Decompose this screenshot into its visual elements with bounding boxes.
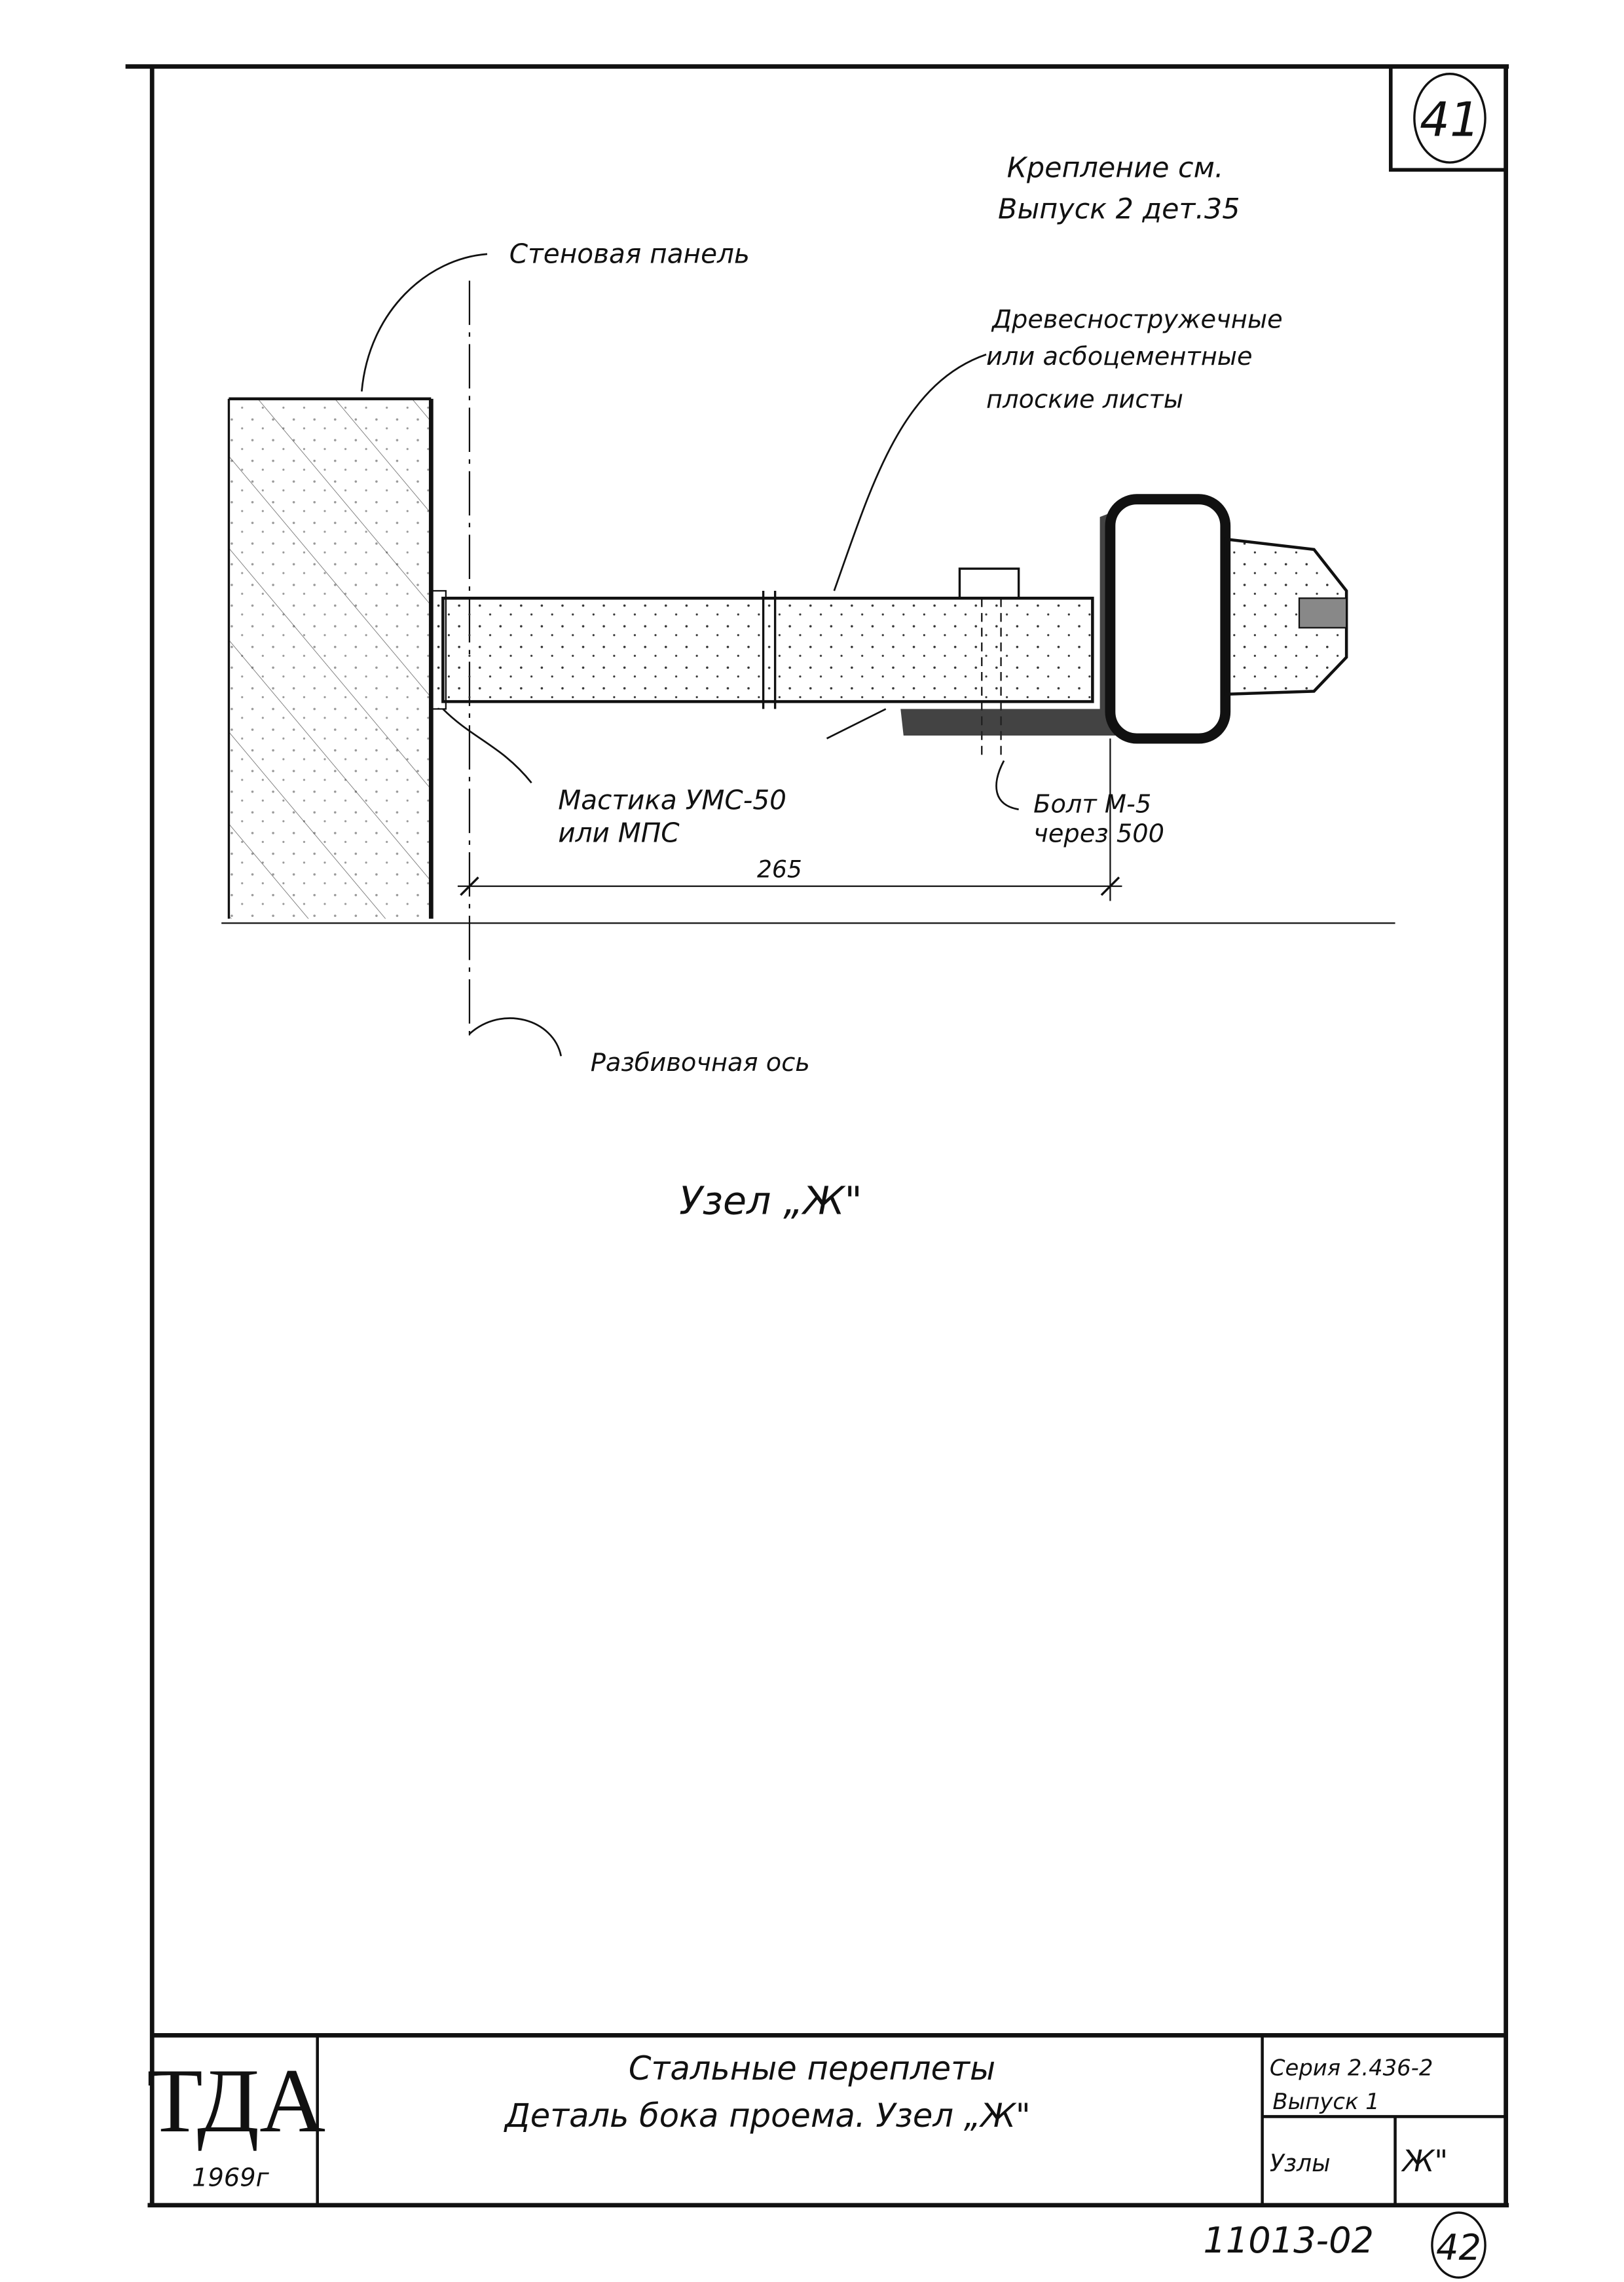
mastic-leader xyxy=(442,708,532,784)
window-sash xyxy=(1224,537,1348,696)
svg-text:через 500: через 500 xyxy=(1033,819,1164,848)
wall-panel-label: Стеновая панель xyxy=(509,238,750,269)
svg-text:Древесностружечные: Древесностружечные xyxy=(991,305,1283,335)
page-number-circle xyxy=(1431,2211,1486,2279)
drawing-code: 11013-02 xyxy=(1203,2220,1373,2261)
svg-text:Крепление см.: Крепление см. xyxy=(1007,152,1224,185)
mastic-label: Мастика УМС-50 xyxy=(558,785,786,816)
sheet-number: 41 xyxy=(1420,92,1480,147)
wall-panel xyxy=(221,397,1395,924)
page-number: 42 xyxy=(1436,2227,1481,2268)
svg-text:265: 265 xyxy=(757,855,802,883)
detail-title: Узел „Ж" xyxy=(679,1179,862,1224)
title-block: ТДА 1969г Стальные переплеты Деталь бока… xyxy=(147,2033,1506,2205)
axis-label: Разбивочная ось xyxy=(591,1048,810,1077)
issue: Выпуск 1 xyxy=(1272,2089,1379,2114)
node: Ж" xyxy=(1401,2144,1448,2179)
wall-panel-leader xyxy=(361,253,488,392)
sheets-leader xyxy=(833,353,987,591)
steel-angle xyxy=(900,509,1119,736)
svg-text:или асбоцементные: или асбоцементные xyxy=(986,342,1253,371)
org-logo: ТДА xyxy=(147,2050,325,2152)
bolt-label: Болт М-5 xyxy=(1033,789,1151,819)
steel-profile xyxy=(1105,494,1231,744)
section: Узлы xyxy=(1270,2150,1331,2177)
particle-board xyxy=(430,589,1094,710)
fastening-note: Крепление см. Выпуск 2 дет.35 xyxy=(998,152,1240,226)
axis-leader xyxy=(469,1017,563,1057)
sash-insert xyxy=(1298,597,1348,629)
year: 1969г xyxy=(192,2163,270,2192)
sheet-frame xyxy=(125,64,1509,2208)
title-line-2: Деталь бока проема. Узел „Ж" xyxy=(504,2097,1031,2135)
sheets-label: Древесностружечные или асбоцементные пло… xyxy=(986,305,1283,415)
dimension-265: 265 xyxy=(457,738,1122,901)
series: Серия 2.436-2 xyxy=(1270,2055,1433,2080)
sheet-number-box: 41 xyxy=(1388,64,1508,172)
title-line-1: Стальные переплеты xyxy=(629,2049,995,2087)
svg-text:или МПС: или МПС xyxy=(558,817,680,848)
svg-text:Выпуск 2 дет.35: Выпуск 2 дет.35 xyxy=(998,193,1240,226)
svg-text:плоские листы: плоские листы xyxy=(986,384,1183,414)
